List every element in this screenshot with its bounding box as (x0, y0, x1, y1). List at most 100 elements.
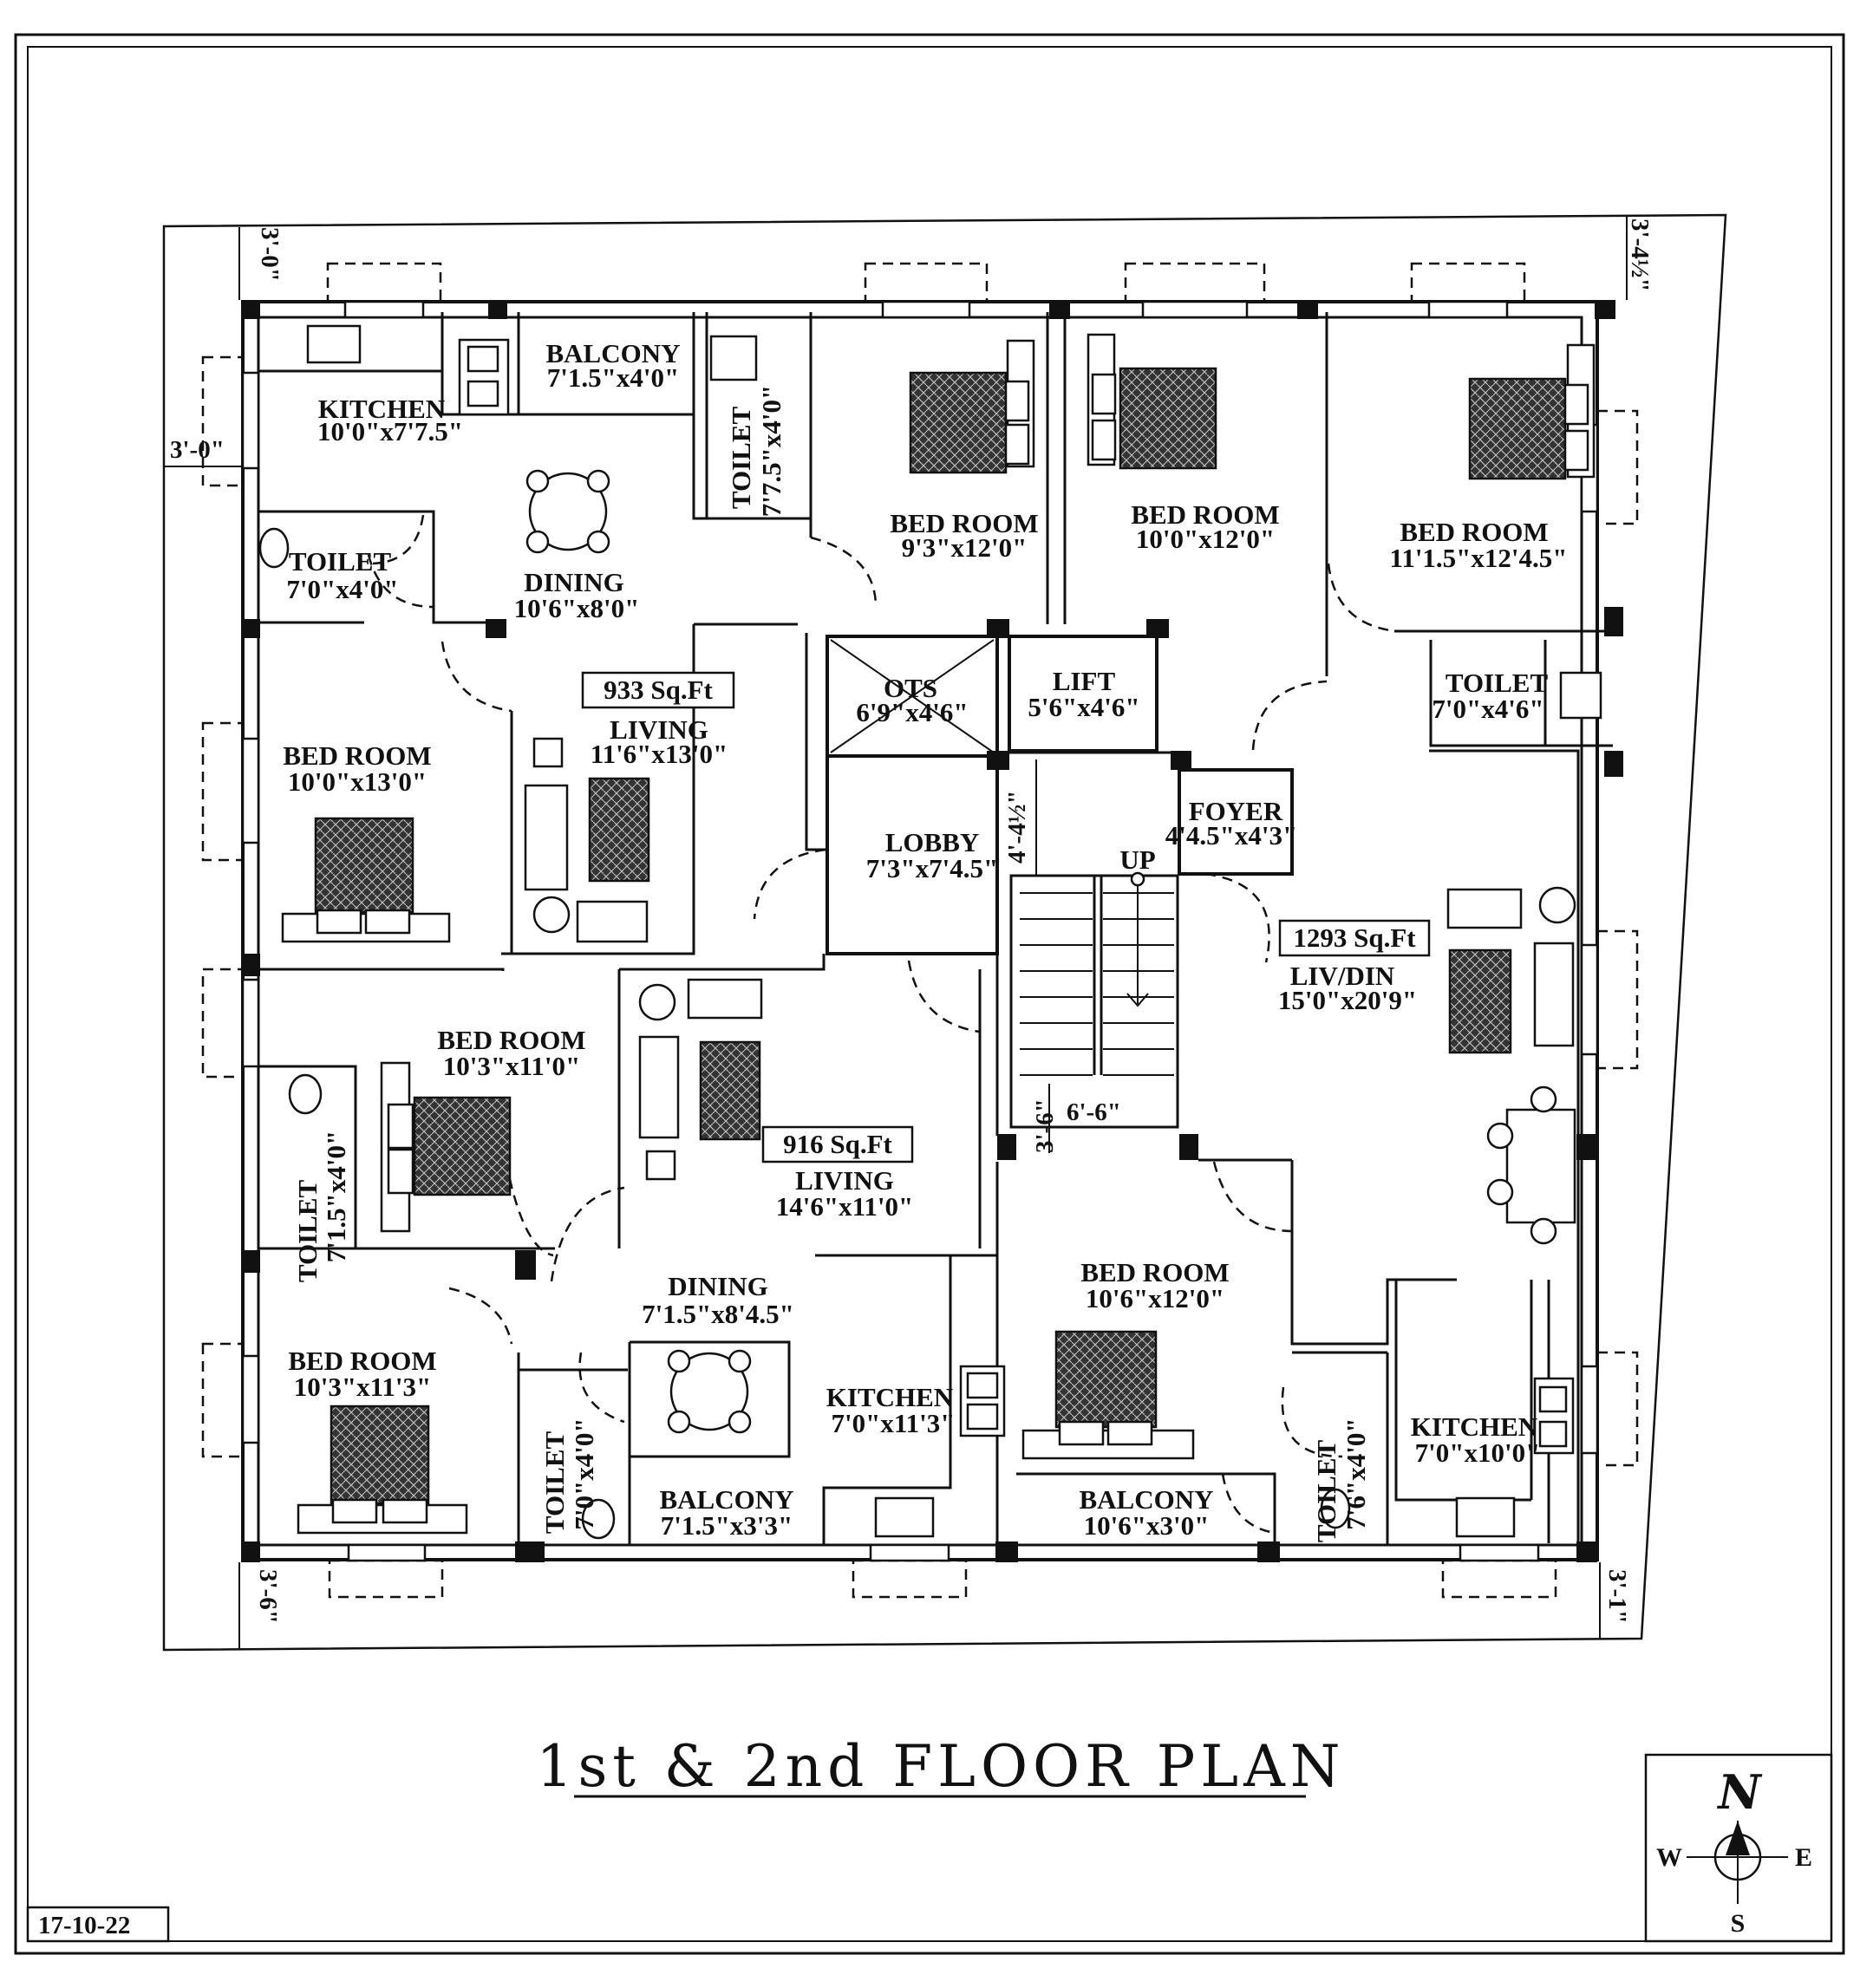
unit-2-area: 916 Sq.Ft (783, 1129, 892, 1159)
toilet-n-name: TOILET (726, 407, 756, 510)
stair-treads-icon (1020, 871, 1174, 1076)
bed-w1-icon (281, 817, 451, 943)
site-boundary (162, 213, 1727, 1652)
unit-3-label: LIV/DIN (1290, 961, 1395, 991)
bed-sw-icon (297, 1405, 468, 1535)
compass-rose: N S W E (1644, 1753, 1833, 1943)
kitchen-se-name: KITCHEN (1411, 1411, 1537, 1442)
kitchen-se-counter-icon (1455, 1377, 1575, 1538)
unit-1-area: 933 Sq.Ft (604, 675, 713, 705)
kitchen-s-size: 7'0"x11'3" (832, 1408, 956, 1438)
interior-walls (258, 312, 1613, 1545)
sheet-border-inner (27, 46, 1832, 1942)
bed-w2-name: BED ROOM (437, 1025, 585, 1055)
bed-n2-icon (1087, 333, 1217, 470)
kitchen-se-size: 7'0"x10'0" (1415, 1437, 1541, 1468)
bed-w2-size: 10'3"x11'0" (443, 1051, 580, 1081)
compass-north: N (1716, 1764, 1763, 1820)
bed-w1-name: BED ROOM (283, 740, 431, 771)
dining-table-se-icon (1486, 1085, 1576, 1245)
dimension-labels: UP 6'-6" 3'-6" 4'-4½" 3'-0" 3'-4½" 3'-0"… (170, 218, 1654, 1624)
balcony-n-name: BALCONY (545, 338, 680, 368)
toilet-w-name: TOILET (292, 1180, 323, 1283)
setback-south-left: 3'-6" (254, 1569, 282, 1624)
foyer-name: FOYER (1189, 796, 1283, 826)
toilet-s-size: 7'0"x4'0" (569, 1418, 599, 1529)
bed-sw-name: BED ROOM (288, 1346, 436, 1376)
kitchen-nw-counter-icon (306, 324, 510, 416)
lift-name: LIFT (1053, 666, 1116, 696)
compass-east: E (1795, 1843, 1812, 1872)
bed-ne-size: 11'1.5"x12'4.5" (1390, 543, 1568, 573)
lobby-name: LOBBY (885, 827, 980, 857)
dining-table-sw-icon (667, 1349, 752, 1434)
setback-north-right: 3'-4½" (1626, 218, 1654, 292)
living-se-sofa-icon (1446, 886, 1576, 1054)
balcony-sw-name: BALCONY (659, 1484, 793, 1515)
plan-title: 1st & 2nd FLOOR PLAN (537, 1733, 1346, 1800)
bed-n1-icon (909, 339, 1035, 474)
unit-2-size: 14'6"x11'0" (776, 1191, 913, 1222)
toilet-w-size: 7'1.5"x4'0" (321, 1131, 351, 1262)
foyer-size: 4'4.5"x4'3" (1165, 820, 1297, 851)
dining-nw-name: DINING (524, 567, 623, 597)
ots-cross-icon (830, 639, 995, 753)
stair-landing-dim: 3'-6" (1031, 1098, 1059, 1153)
toilet-ne-size: 7'0"x4'6" (1432, 694, 1543, 724)
bed-n1-name: BED ROOM (890, 508, 1038, 538)
toilet-se-name: TOILET (1311, 1440, 1341, 1543)
bed-w1-size: 10'0"x13'0" (288, 766, 427, 797)
dining-nw-size: 10'6"x8'0" (514, 593, 640, 623)
date-stamp-box (26, 1906, 170, 1943)
compass-south: S (1731, 1909, 1746, 1938)
lobby-size: 7'3"x7'4.5" (866, 853, 998, 883)
bed-n2-size: 10'0"x12'0" (1136, 524, 1275, 554)
kitchen-s-counter-icon (874, 1365, 1006, 1538)
dining-sw-size: 7'1.5"x8'4.5" (642, 1299, 794, 1329)
bed-n2-name: BED ROOM (1131, 499, 1279, 530)
lobby-dim: 4'-4½" (1003, 790, 1031, 864)
balcony-n-size: 7'1.5"x4'0" (547, 362, 679, 393)
bed-sw-size: 10'3"x11'3" (294, 1372, 431, 1402)
toilet-nw-name: TOILET (289, 546, 392, 577)
dining-table-nw-icon (525, 469, 610, 554)
toilet-se-size: 7'6"x4'0" (1341, 1418, 1371, 1529)
room-labels: KITCHEN 10'0"x7'7.5" BALCONY 7'1.5"x4'0"… (283, 338, 1567, 1542)
sheet-border-outer (14, 33, 1845, 1955)
living-nw-sofa-icon (524, 737, 650, 943)
compass-west: W (1656, 1843, 1682, 1872)
dimension-lines (165, 217, 1628, 1649)
toilet-n-size: 7'7.5"x4'0" (756, 385, 786, 517)
ots-size: 6'9"x4'6" (856, 697, 968, 727)
toilet-nw-size: 7'0"x4'0" (286, 574, 398, 604)
balcony-se-size: 10'6"x3'0" (1084, 1510, 1210, 1541)
stair-up-label: UP (1119, 844, 1155, 875)
bed-ne-icon (1468, 343, 1596, 480)
toilet-ne-name: TOILET (1446, 668, 1549, 698)
setback-west: 3'-0" (170, 436, 225, 464)
kitchen-nw-name: KITCHEN (318, 394, 445, 424)
setback-north-left: 3'-0" (256, 227, 284, 282)
kitchen-nw-size: 10'0"x7'7.5" (317, 416, 463, 446)
bed-se-name: BED ROOM (1080, 1257, 1229, 1287)
living-sw-sofa-icon (638, 978, 763, 1181)
balcony-sw-size: 7'1.5"x3'3" (661, 1510, 793, 1541)
date-stamp: 17-10-22 (38, 1912, 130, 1939)
bed-w2-icon (380, 1061, 512, 1233)
kitchen-s-name: KITCHEN (826, 1382, 953, 1412)
toilet-fixtures-icon (258, 335, 1602, 1540)
unit-1-size: 11'6"x13'0" (591, 739, 728, 769)
unit-areas: 933 Sq.Ft LIVING 11'6"x13'0" 916 Sq.Ft L… (581, 671, 1431, 1222)
unit-3-area: 1293 Sq.Ft (1293, 922, 1416, 953)
dining-sw-name: DINING (668, 1271, 767, 1301)
lift-size: 5'6"x4'6" (1028, 692, 1139, 722)
door-swings (367, 514, 1397, 1535)
toilet-s-name: TOILET (539, 1431, 570, 1535)
unit-1-label: LIVING (610, 714, 708, 745)
bed-se-size: 10'6"x12'0" (1086, 1283, 1224, 1313)
unit-3-size: 15'0"x20'9" (1278, 985, 1417, 1015)
setback-south-right: 3'-1" (1603, 1569, 1631, 1624)
balcony-se-name: BALCONY (1079, 1484, 1213, 1515)
bed-ne-name: BED ROOM (1400, 517, 1548, 547)
